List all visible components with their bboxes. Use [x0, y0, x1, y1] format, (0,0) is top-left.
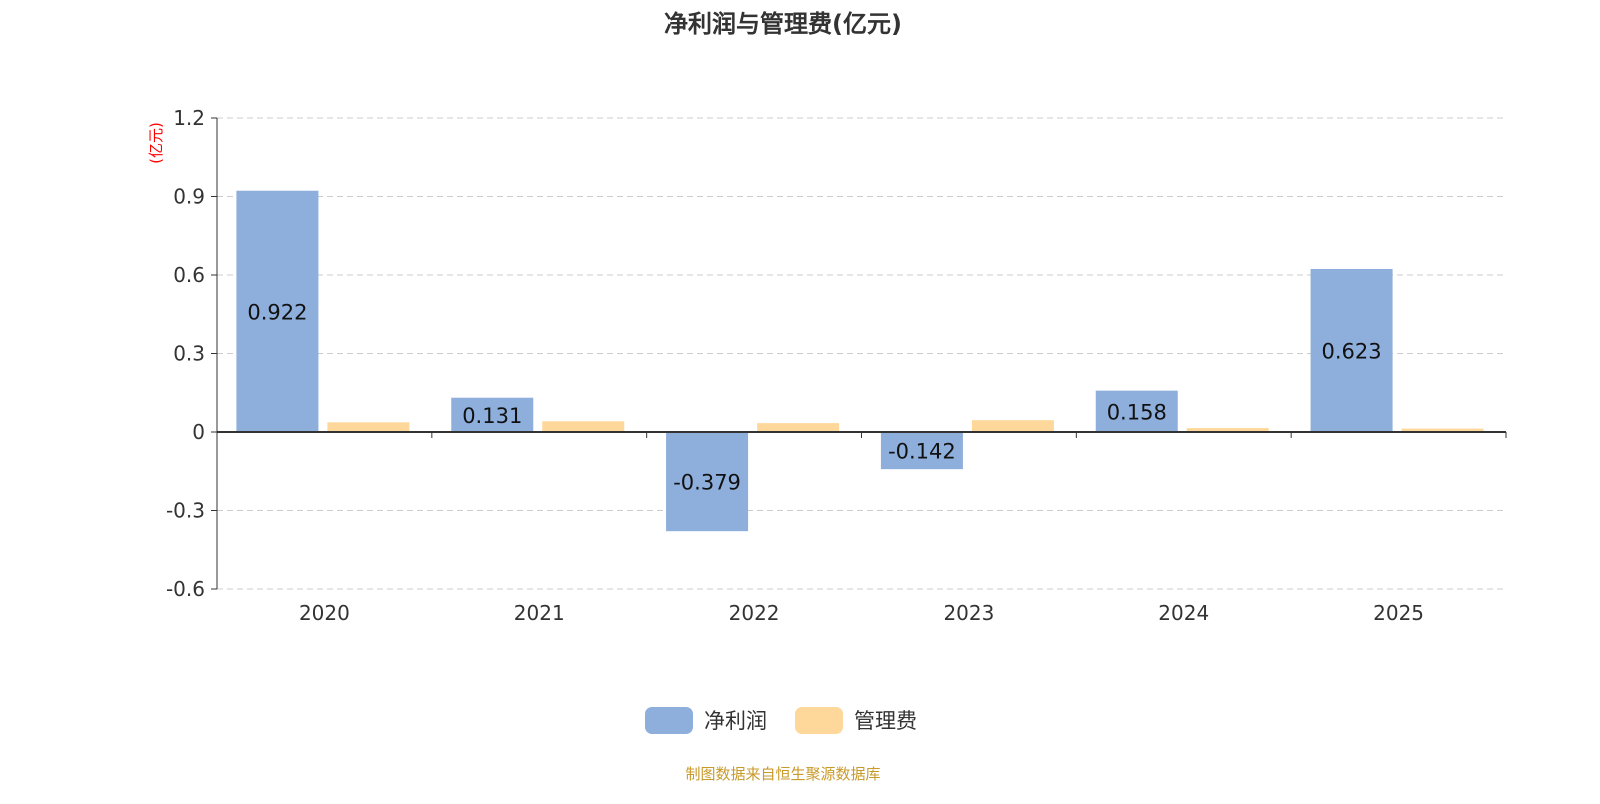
y-tick-label: -0.3 — [166, 499, 205, 523]
data-label: 0.131 — [462, 404, 522, 428]
footer-source: 制图数据来自恒生聚源数据库 — [685, 765, 880, 783]
y-axis-unit: (亿元) — [147, 122, 165, 164]
net-profit-bar — [236, 190, 319, 432]
data-label: 0.623 — [1322, 339, 1382, 363]
legend-swatch — [645, 707, 693, 734]
legend-swatch — [795, 707, 843, 734]
net-profit-bar — [451, 397, 534, 432]
data-label: -0.142 — [888, 440, 956, 464]
admin-expense-bar — [971, 420, 1054, 432]
y-tick-label: -0.6 — [166, 577, 205, 601]
chart-title: 净利润与管理费(亿元) — [664, 10, 902, 38]
data-label: 0.158 — [1107, 400, 1167, 424]
x-tick-label: 2020 — [299, 601, 350, 625]
legend-label: 净利润 — [704, 709, 767, 733]
data-label: 0.922 — [247, 300, 307, 324]
y-tick-label: 1.2 — [173, 106, 205, 130]
net-profit-bar — [1310, 268, 1393, 432]
x-tick-label: 2025 — [1373, 601, 1424, 625]
net-profit-bar — [666, 432, 749, 532]
admin-expense-bar — [1186, 428, 1269, 432]
net-profit-bar — [1095, 390, 1178, 432]
x-tick-label: 2021 — [514, 601, 565, 625]
x-tick-label: 2022 — [729, 601, 780, 625]
x-tick-label: 2024 — [1158, 601, 1209, 625]
net-profit-bar — [880, 432, 963, 470]
legend-label: 管理费 — [854, 709, 917, 733]
y-tick-label: 0.3 — [173, 342, 205, 366]
x-tick-label: 2023 — [943, 601, 994, 625]
y-tick-label: 0 — [192, 420, 205, 444]
y-tick-label: 0.6 — [173, 263, 205, 287]
y-tick-label: 0.9 — [173, 185, 205, 209]
admin-expense-bar — [1401, 428, 1484, 432]
admin-expense-bar — [542, 421, 625, 432]
data-label: -0.379 — [673, 471, 741, 495]
admin-expense-bar — [757, 423, 840, 432]
admin-expense-bar — [327, 422, 410, 432]
